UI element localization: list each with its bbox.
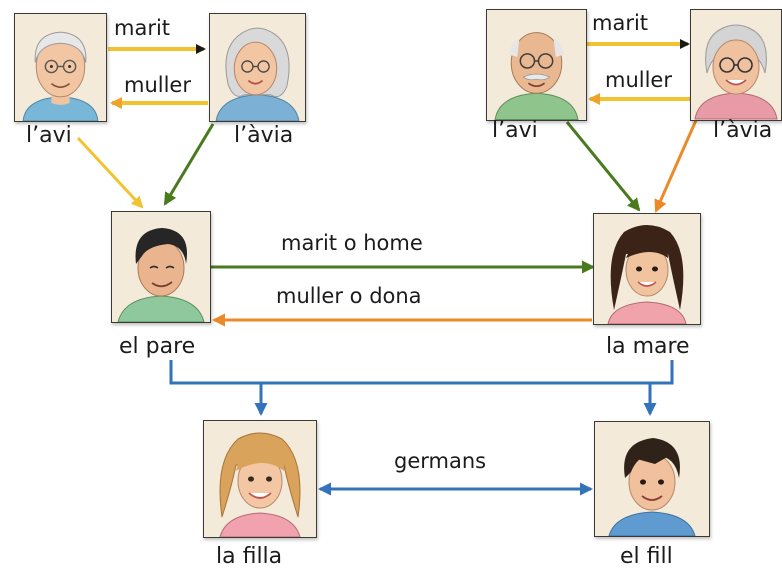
label-father: el pare (119, 334, 196, 359)
relation-parents-husband: marit o home (281, 231, 423, 255)
portrait-grandfather-right (486, 9, 587, 121)
label-grandfather-left: l’avi (26, 123, 72, 148)
relation-left-wife: muller (124, 73, 191, 97)
relation-siblings: germans (394, 449, 487, 473)
portrait-father (111, 211, 211, 323)
relation-left-husband: marit (114, 16, 171, 40)
label-mother: la mare (606, 334, 690, 359)
connector-parents-children (169, 360, 674, 385)
portrait-daughter (203, 420, 317, 538)
label-daughter: la filla (216, 544, 283, 569)
label-grandmother-right: l’àvia (713, 118, 773, 143)
portrait-grandmother-right (690, 9, 782, 121)
arrow-left-grandfather-to-father (76, 136, 144, 209)
label-son: el fill (620, 544, 673, 569)
relation-right-husband: marit (592, 11, 649, 35)
portrait-mother (593, 213, 701, 325)
relation-parents-wife: muller o dona (276, 284, 422, 308)
portrait-son (594, 421, 710, 537)
label-grandmother-left: l’àvia (234, 123, 294, 148)
relation-right-wife: muller (605, 68, 672, 92)
portrait-grandfather-left (14, 13, 107, 122)
portrait-grandmother-left (209, 13, 306, 122)
arrow-left-grandmother-to-father (163, 123, 215, 206)
arrow-right-grandmother-to-mother (654, 117, 699, 213)
arrow-right-grandfather-to-mother (565, 121, 641, 212)
label-grandfather-right: l’avi (492, 118, 538, 143)
